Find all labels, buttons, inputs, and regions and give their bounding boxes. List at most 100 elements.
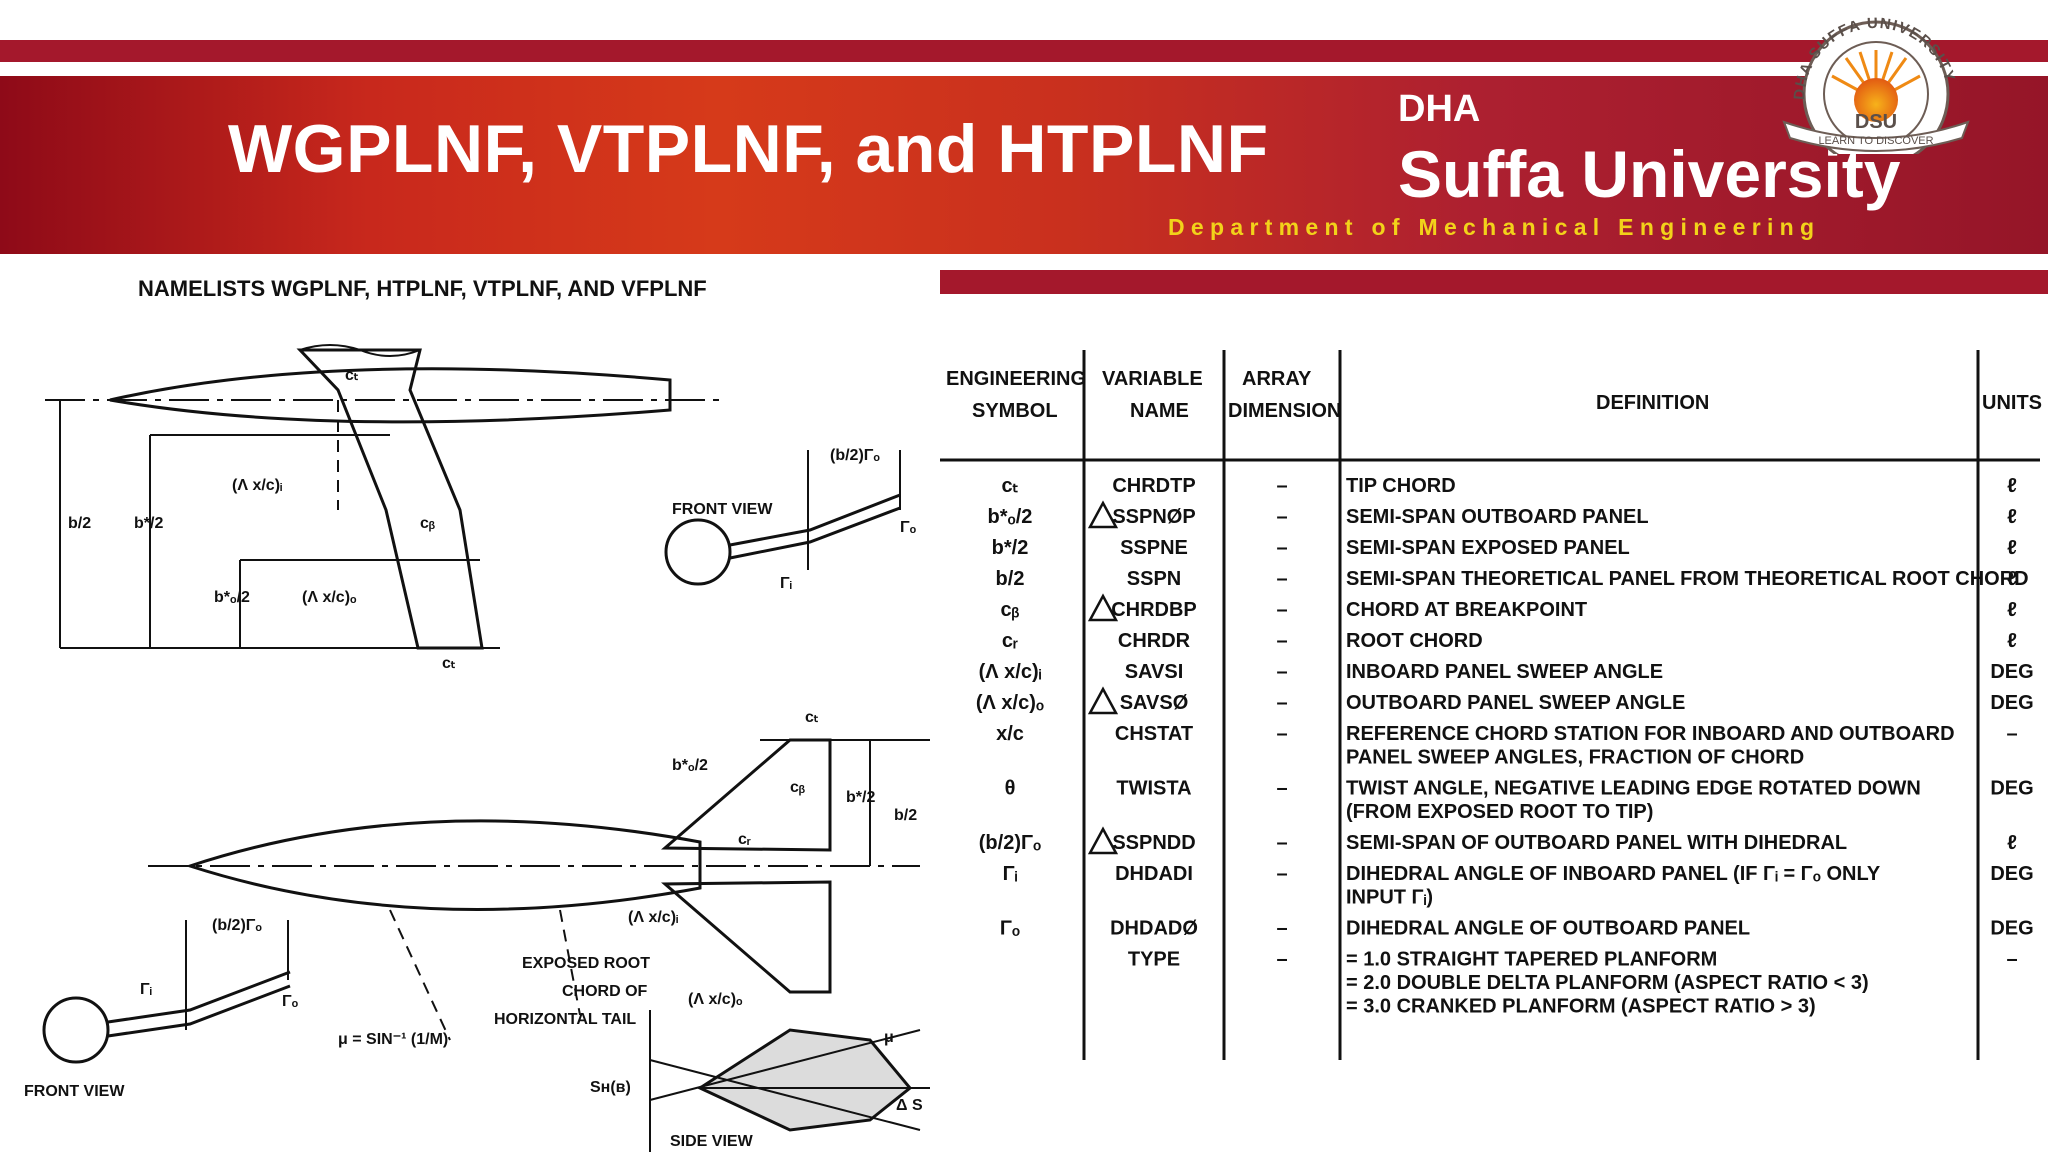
cell-units: ℓ bbox=[2007, 599, 2017, 621]
cell-variable: CHRDTP bbox=[1112, 475, 1195, 497]
cell-definition: = 2.0 DOUBLE DELTA PLANFORM (ASPECT RATI… bbox=[1346, 972, 1869, 994]
label-exposed-root: EXPOSED ROOT bbox=[522, 955, 650, 972]
label-ct-bottom: cₜ bbox=[442, 655, 456, 672]
cell-array: – bbox=[1276, 537, 1287, 559]
cell-units: ℓ bbox=[2007, 475, 2017, 497]
cell-units: DEG bbox=[1990, 778, 2033, 800]
cell-units: DEG bbox=[1990, 863, 2033, 885]
cell-units: DEG bbox=[1990, 661, 2033, 683]
cell-units: ℓ bbox=[2007, 537, 2017, 559]
cell-symbol: Γₒ bbox=[1000, 918, 1020, 940]
wing-break-line bbox=[299, 344, 421, 357]
label-lambda-i: (Λ x/c)ᵢ bbox=[232, 477, 282, 494]
cell-array: – bbox=[1276, 949, 1287, 971]
cell-array: – bbox=[1276, 568, 1287, 590]
cell-definition: SEMI-SPAN THEORETICAL PANEL FROM THEORET… bbox=[1346, 568, 2029, 590]
label-gamma-o-bottom: Γₒ bbox=[282, 993, 299, 1010]
cell-array: – bbox=[1276, 863, 1287, 885]
cell-units: DEG bbox=[1990, 918, 2033, 940]
label-ct-tail: cₜ bbox=[805, 709, 819, 726]
label-b2-tail: b/2 bbox=[894, 807, 917, 824]
cell-variable: SSPNE bbox=[1120, 537, 1188, 559]
label-b2-gamma-top: (b/2)Γₒ bbox=[830, 447, 880, 464]
label-side-view: SIDE VIEW bbox=[670, 1133, 754, 1150]
table-row: b/2 SSPN – SEMI-SPAN THEORETICAL PANEL FROM… bbox=[996, 568, 2029, 590]
cell-symbol: cᵦ bbox=[1001, 599, 1020, 621]
label-cr-tail: cᵣ bbox=[738, 831, 751, 848]
cell-variable: SSPN bbox=[1127, 568, 1181, 590]
brand-department-label: Department of Mechanical Engineering bbox=[1168, 214, 1821, 240]
cell-variable: DHDADI bbox=[1115, 863, 1193, 885]
label-cb: cᵦ bbox=[420, 515, 435, 532]
side-view-diagram bbox=[649, 1010, 930, 1152]
cell-array: – bbox=[1276, 661, 1287, 683]
label-mu: μ bbox=[884, 1029, 894, 1046]
figure-heading: NAMELISTS WGPLNF, HTPLNF, VTPLNF, AND VF… bbox=[138, 276, 707, 301]
cell-definition: = 3.0 CRANKED PLANFORM (ASPECT RATIO > 3… bbox=[1346, 996, 1816, 1018]
table-row: (Λ x/c)ᵢ SAVSI – INBOARD PANEL SWEEP ANGLE D… bbox=[979, 661, 2034, 683]
header-definition: DEFINITION bbox=[1596, 392, 1709, 414]
cell-definition: SEMI-SPAN EXPOSED PANEL bbox=[1346, 537, 1630, 559]
namelist-table: ENGINEERING SYMBOL VARIABLE NAME ARRAY D… bbox=[940, 350, 2042, 1060]
cell-array: – bbox=[1276, 475, 1287, 497]
label-mu-formula: μ = SIN⁻¹ (1/M) bbox=[338, 1031, 448, 1048]
label-b2-gamma-bottom: (b/2)Γₒ bbox=[212, 917, 262, 934]
label-lambda-o-tail: (Λ x/c)ₒ bbox=[688, 991, 743, 1008]
cell-variable: SAVSØ bbox=[1120, 692, 1189, 714]
cell-symbol: Γᵢ bbox=[1003, 863, 1018, 885]
cell-variable: SSPNØP bbox=[1112, 506, 1195, 528]
label-sh: Sʜ(ʙ) bbox=[590, 1079, 631, 1096]
cell-variable: TYPE bbox=[1128, 949, 1180, 971]
cell-units: ℓ bbox=[2007, 630, 2017, 652]
label-b2: b/2 bbox=[68, 515, 91, 532]
cell-array: – bbox=[1276, 723, 1287, 745]
cell-definition: DIHEDRAL ANGLE OF OUTBOARD PANEL bbox=[1346, 918, 1750, 940]
cell-definition: REFERENCE CHORD STATION FOR INBOARD AND … bbox=[1346, 723, 1955, 745]
logo-motto: LEARN TO DISCOVER bbox=[1818, 135, 1933, 147]
label-gamma-o-top: Γₒ bbox=[900, 519, 917, 536]
cell-units: DEG bbox=[1990, 692, 2033, 714]
label-horizontal-tail: HORIZONTAL TAIL bbox=[494, 1011, 636, 1028]
cell-symbol: b/2 bbox=[996, 568, 1025, 590]
logo-abbr: DSU bbox=[1855, 111, 1897, 133]
label-bo2: b*ₒ/2 bbox=[214, 589, 250, 606]
wing-planform-diagram bbox=[45, 344, 720, 650]
label-ct-top: cₜ bbox=[345, 367, 359, 384]
cell-definition: TIP CHORD bbox=[1346, 475, 1456, 497]
cell-array: – bbox=[1276, 832, 1287, 854]
header-symbol-line2: SYMBOL bbox=[972, 400, 1058, 422]
wing-fuselage-outline bbox=[109, 367, 672, 424]
right-accent-bar bbox=[940, 270, 2048, 294]
cell-units: – bbox=[2006, 949, 2017, 971]
cell-definition: TWIST ANGLE, NEGATIVE LEADING EDGE ROTAT… bbox=[1346, 778, 1921, 800]
cell-symbol: x/c bbox=[996, 723, 1024, 745]
header-array-line1: ARRAY bbox=[1242, 368, 1312, 390]
warning-triangle-icon bbox=[1087, 500, 1119, 529]
label-lambda-i-tail: (Λ x/c)ᵢ bbox=[628, 909, 678, 926]
warning-triangle-icon bbox=[1087, 826, 1119, 855]
cell-array: – bbox=[1276, 918, 1287, 940]
cell-variable: CHRDBP bbox=[1111, 599, 1197, 621]
header-variable-line1: VARIABLE bbox=[1102, 368, 1203, 390]
cell-symbol: (Λ x/c)ₒ bbox=[976, 692, 1044, 714]
cell-symbol: (b/2)Γₒ bbox=[979, 832, 1041, 854]
cell-definition: SEMI-SPAN OUTBOARD PANEL bbox=[1346, 506, 1649, 528]
figure-top-edge bbox=[0, 254, 940, 270]
cell-definition: INBOARD PANEL SWEEP ANGLE bbox=[1346, 661, 1663, 683]
label-front-view-top: FRONT VIEW bbox=[672, 501, 773, 518]
cell-symbol: (Λ x/c)ᵢ bbox=[979, 661, 1042, 683]
label-delta-s: Δ S bbox=[896, 1097, 923, 1114]
label-gamma-i-bottom: Γᵢ bbox=[140, 981, 152, 998]
cell-array: – bbox=[1276, 778, 1287, 800]
cell-array: – bbox=[1276, 599, 1287, 621]
cell-symbol: cᵣ bbox=[1002, 630, 1018, 652]
planform-figure: NAMELISTS WGPLNF, HTPLNF, VTPLNF, AND VF… bbox=[24, 276, 930, 1152]
cell-variable: SAVSI bbox=[1125, 661, 1184, 683]
brand-dha-label: DHA bbox=[1398, 88, 1481, 130]
